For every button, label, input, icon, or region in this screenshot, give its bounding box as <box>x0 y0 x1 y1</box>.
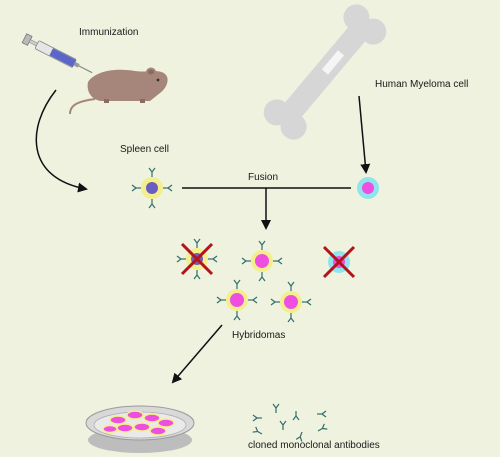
arrow-bone-to-myeloma <box>358 95 371 174</box>
antibody-cluster <box>252 403 328 443</box>
hybridomas-label: Hybridomas <box>232 330 286 341</box>
arrow-to-dish <box>171 324 223 384</box>
rejected-myeloma-cell <box>322 245 356 279</box>
fusion-label: Fusion <box>248 172 279 183</box>
myeloma-label: Human Myeloma cell <box>375 79 469 90</box>
hybridoma-cell <box>271 282 311 322</box>
mouse-icon <box>69 67 168 115</box>
immunization-label: Immunization <box>79 27 139 38</box>
hybridoma-cell <box>217 280 257 320</box>
myeloma-cell <box>357 177 379 199</box>
hybridoma-cell <box>242 241 282 281</box>
syringe-icon <box>21 33 93 74</box>
spleen-cell <box>132 168 172 208</box>
cloned-antibodies-label: cloned monoclonal antibodies <box>248 440 380 451</box>
petri-dish-icon <box>85 405 195 453</box>
bone-icon <box>263 4 387 140</box>
rejected-spleen-cell <box>177 239 217 279</box>
spleen-cell-label: Spleen cell <box>120 144 169 155</box>
arrow-mouse-to-spleen <box>35 89 88 193</box>
